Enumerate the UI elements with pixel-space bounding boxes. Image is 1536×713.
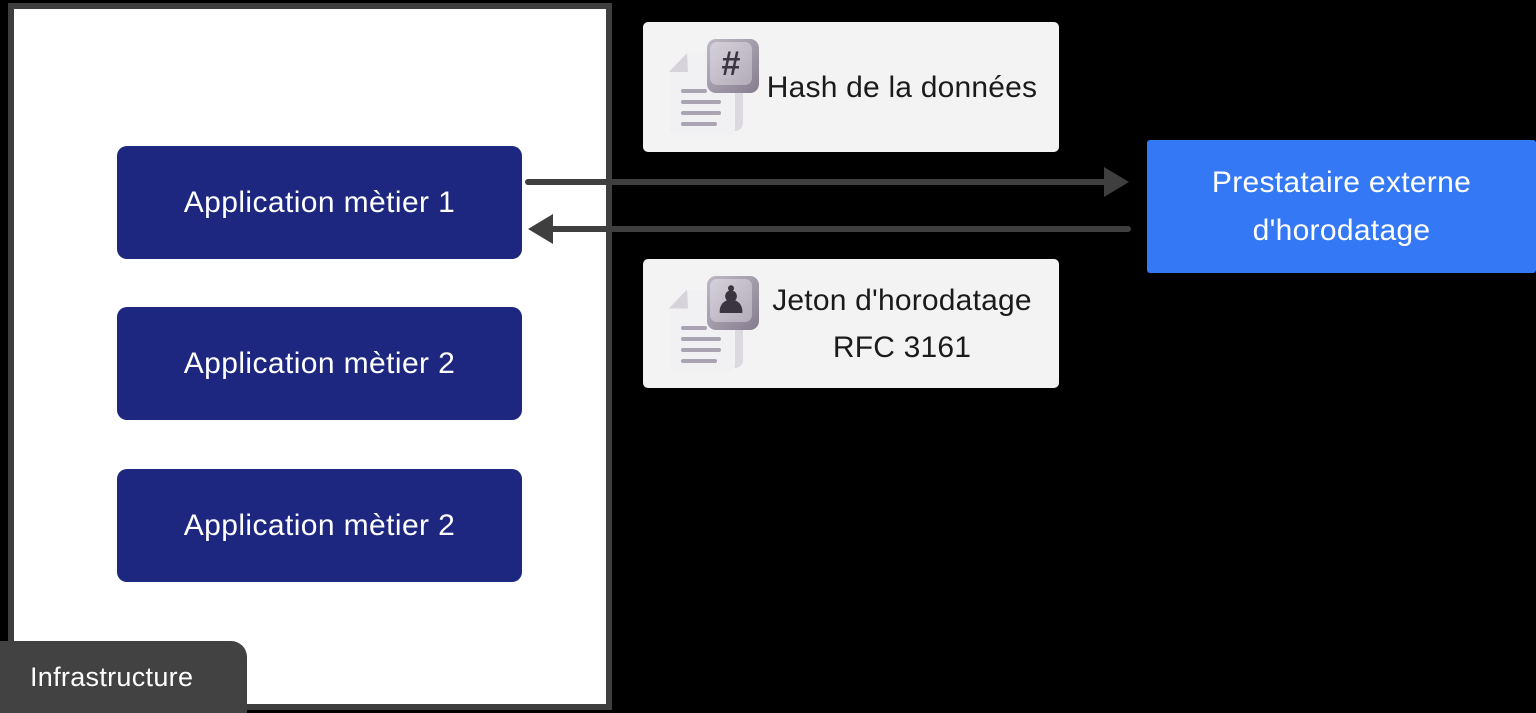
application-box-1: Application mètier 1 xyxy=(117,146,522,259)
token-response-arrow-line xyxy=(548,226,1131,232)
hash-key-badge: # xyxy=(707,39,759,93)
application-box-3-label: Application mètier 2 xyxy=(183,508,456,542)
infrastructure-label-text: Infrastructure xyxy=(30,661,194,692)
provider-label-line2: d'horodatage xyxy=(1252,213,1431,247)
application-box-3: Application mètier 2 xyxy=(117,469,522,582)
hash-glyph: # xyxy=(721,45,741,83)
provider-label-line1: Prestataire externe xyxy=(1211,165,1472,199)
document-hash-icon: # xyxy=(667,39,759,135)
infrastructure-container: Application mètier 1 Application mètier … xyxy=(8,3,612,710)
application-box-2: Application mètier 2 xyxy=(117,307,522,420)
document-stamp-icon: ♟ xyxy=(667,275,759,372)
stamp-key-badge: ♟ xyxy=(707,275,759,330)
document-fold xyxy=(669,53,688,72)
arrow-right-icon xyxy=(1104,167,1129,197)
document-text-lines xyxy=(681,325,721,370)
stamp-glyph: ♟ xyxy=(713,279,749,322)
document-fold xyxy=(669,289,688,309)
application-box-1-label: Application mètier 1 xyxy=(183,185,456,219)
document-text-lines xyxy=(681,89,721,133)
token-card-label: Jeton d'horodatage RFC 3161 xyxy=(759,277,1059,371)
token-card-label-line1: Jeton d'horodatage xyxy=(772,283,1032,317)
infrastructure-label: Infrastructure xyxy=(0,641,247,713)
token-card: ♟ Jeton d'horodatage RFC 3161 xyxy=(643,259,1059,388)
hash-card: # Hash de la données xyxy=(643,22,1059,152)
hash-card-label: Hash de la données xyxy=(766,70,1038,104)
application-box-2-label: Application mètier 2 xyxy=(183,346,456,380)
hash-request-arrow-line xyxy=(525,179,1107,185)
arrow-left-icon xyxy=(528,214,553,244)
provider-box: Prestataire externe d'horodatage xyxy=(1147,140,1536,273)
token-card-label-line2: RFC 3161 xyxy=(832,330,972,364)
